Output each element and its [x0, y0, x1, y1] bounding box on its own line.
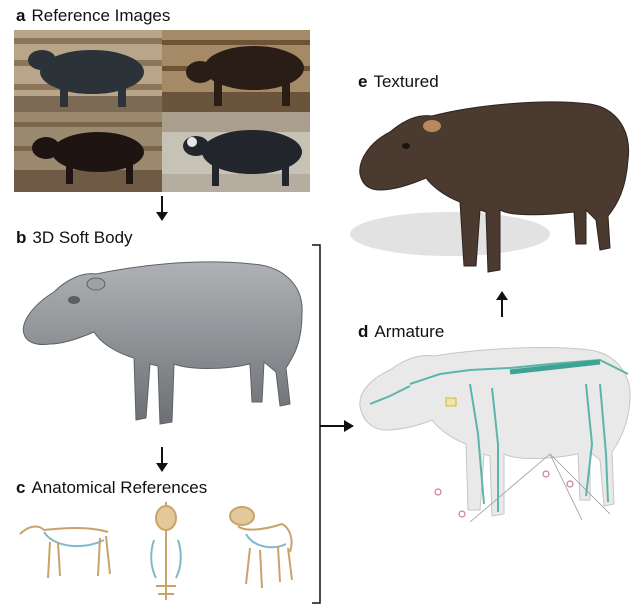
panel-a-label: a Reference Images	[16, 6, 170, 26]
panel-a-title: Reference Images	[31, 6, 170, 25]
panel-e-title: Textured	[373, 72, 438, 91]
soft-body-model	[14, 252, 310, 442]
reference-photo-3	[14, 112, 162, 192]
panel-b-label: b 3D Soft Body	[16, 228, 133, 248]
panel-b-letter: b	[16, 228, 26, 247]
panel-a-letter: a	[16, 6, 25, 25]
arrow-a-to-b	[154, 196, 170, 222]
reference-images-grid	[14, 30, 310, 192]
textured-model	[340, 94, 630, 284]
panel-c-letter: c	[16, 478, 25, 497]
anatomical-references	[14, 500, 310, 604]
panel-c-label: c Anatomical References	[16, 478, 207, 498]
panel-d-label: d Armature	[358, 322, 444, 342]
reference-photo-2	[162, 30, 310, 112]
reference-photo-4	[162, 112, 310, 192]
panel-e-label: e Textured	[358, 72, 439, 92]
skeleton-top-view	[151, 502, 181, 600]
reference-photo-1	[14, 30, 162, 112]
skeleton-front-view	[230, 507, 292, 588]
panel-b-title: 3D Soft Body	[32, 228, 132, 247]
panel-c-title: Anatomical References	[31, 478, 207, 497]
panel-d-letter: d	[358, 322, 368, 341]
panel-d-title: Armature	[374, 322, 444, 341]
arrow-b-to-c	[154, 447, 170, 473]
skeleton-side-view	[20, 527, 110, 578]
arrow-d-to-e	[494, 290, 510, 318]
armature-model	[350, 344, 634, 538]
panel-e-letter: e	[358, 72, 367, 91]
